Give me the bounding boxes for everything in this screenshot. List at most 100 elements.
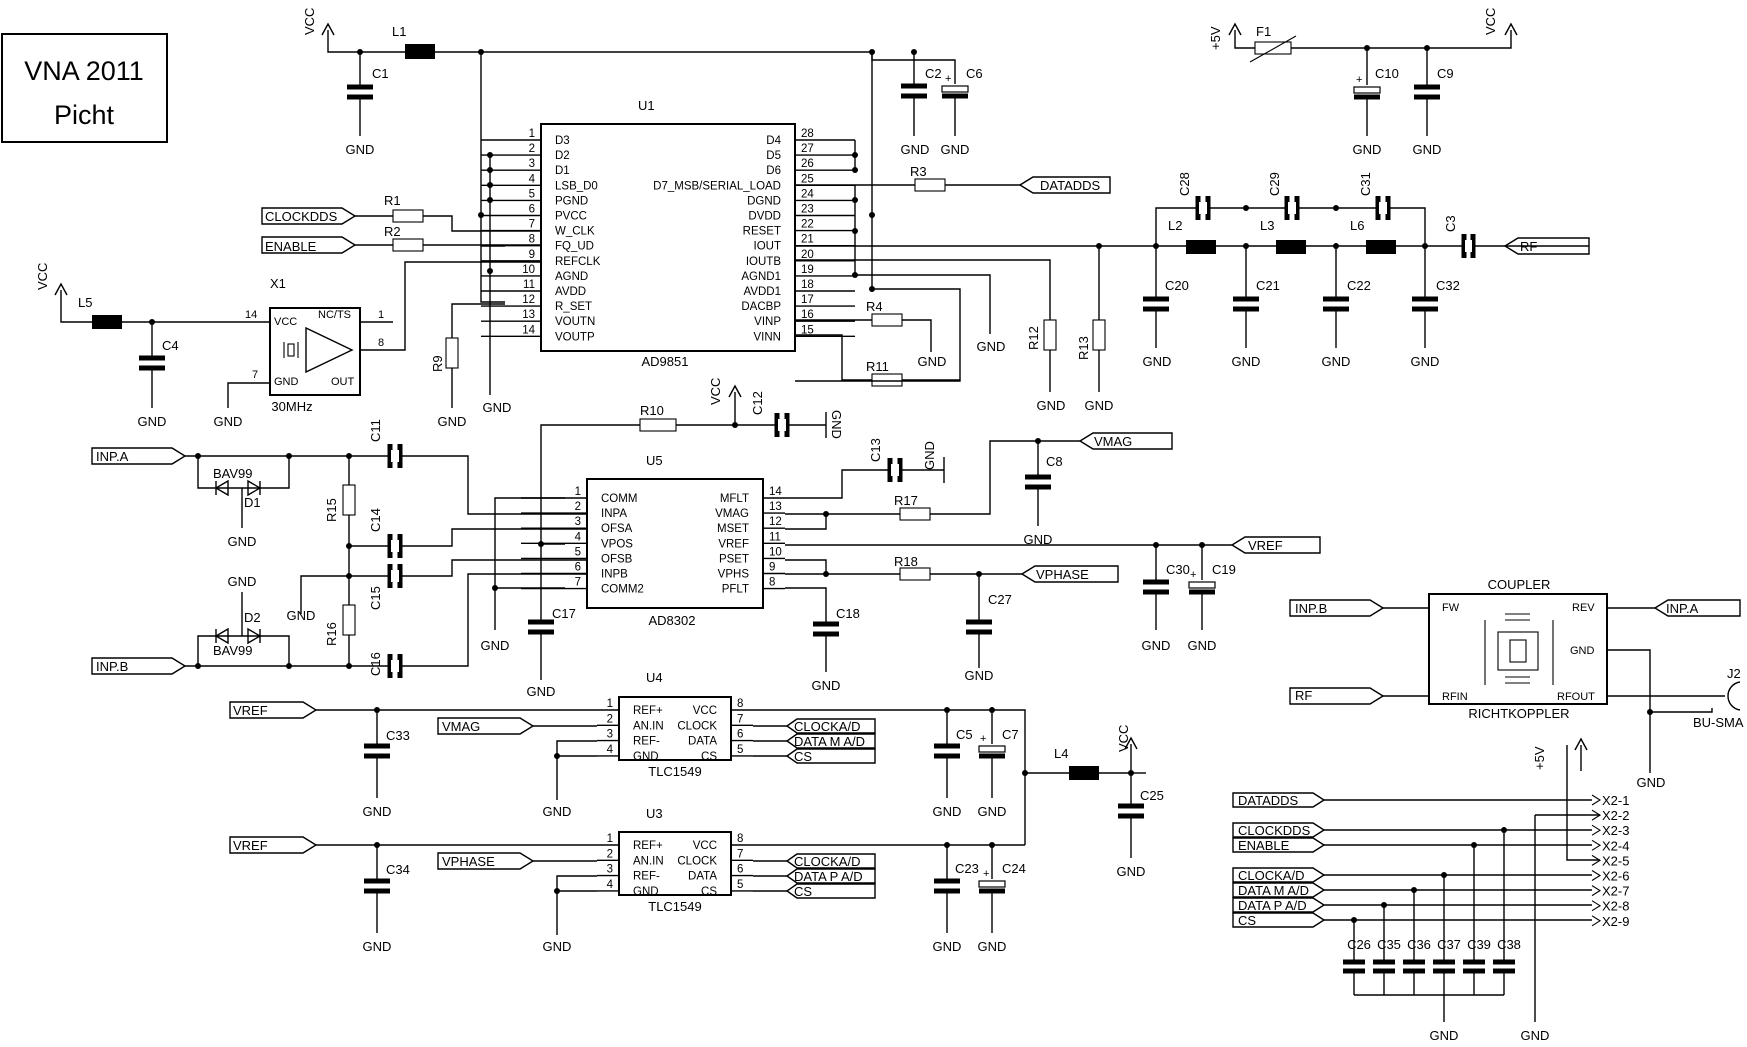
svg-text:GND: GND (922, 441, 937, 470)
pin-number: 3 (607, 864, 613, 876)
connector-x2: +5V GND X2-1X2-2X2-3X2-4X2-5X2-6X2-7X2-8… (1232, 737, 1629, 1043)
connector-pin-arrow (1591, 900, 1602, 912)
pin-name: PVCC (555, 211, 587, 223)
pin-number: 11 (769, 531, 781, 543)
svg-text:C3: C3 (1443, 215, 1458, 232)
svg-text:CS: CS (794, 884, 812, 899)
connector-pin-arrow (1591, 885, 1602, 897)
pin-name: CS (701, 751, 717, 763)
pin-number: 5 (529, 188, 535, 200)
connector-pin-label: X2-9 (1602, 914, 1629, 929)
svg-text:C25: C25 (1140, 788, 1164, 803)
net-flag (1232, 882, 1326, 898)
pin-name: VOUTP (555, 331, 595, 343)
pin-name: CLOCK (677, 855, 717, 867)
pin-number: 6 (575, 562, 581, 574)
cap-label: C36 (1407, 937, 1431, 952)
svg-text:C29: C29 (1267, 172, 1282, 196)
svg-text:GND: GND (1117, 864, 1146, 879)
svg-text:VCC: VCC (274, 316, 297, 328)
svg-text:C19: C19 (1212, 562, 1236, 577)
pin-number: 1 (575, 486, 581, 498)
pin-name: VPHS (718, 569, 750, 581)
pin-number: 19 (801, 264, 814, 276)
svg-text:GND: GND (978, 804, 1007, 819)
net-flag (1232, 897, 1326, 913)
svg-text:GND: GND (138, 414, 167, 429)
svg-text:L3: L3 (1260, 218, 1274, 233)
svg-text:R12: R12 (1026, 326, 1041, 350)
svg-text:R1: R1 (384, 193, 401, 208)
svg-text:+: + (983, 868, 989, 880)
oscillator-x1: VCC L5 C4 GND 14 VCC NC/TS GND OUT 30MHz… (35, 261, 541, 429)
svg-text:C14: C14 (368, 508, 383, 532)
connector-pin-label: X2-7 (1602, 884, 1629, 899)
svg-text:C13: C13 (868, 438, 883, 462)
svg-text:CLOCKDDS: CLOCKDDS (265, 209, 338, 224)
svg-text:GND: GND (901, 142, 930, 157)
svg-text:GND: GND (228, 574, 257, 589)
svg-text:L2: L2 (1168, 218, 1182, 233)
svg-text:GND: GND (965, 668, 994, 683)
svg-text:GND: GND (1637, 775, 1666, 790)
svg-text:GND: GND (1024, 532, 1053, 547)
pin-name: VCC (693, 840, 717, 852)
pin-name: REF+ (633, 705, 663, 717)
pin-name: REFCLK (555, 256, 601, 268)
pin-name: REF- (633, 736, 660, 748)
svg-text:U5: U5 (646, 453, 663, 468)
svg-text:30MHz: 30MHz (271, 399, 312, 414)
pin-number: 1 (607, 833, 613, 845)
title-line2: Picht (54, 100, 115, 130)
svg-text:R18: R18 (894, 554, 918, 569)
pin-number: 10 (522, 264, 535, 276)
title-line1: VNA 2011 (24, 56, 144, 86)
pin-number: 12 (769, 516, 782, 528)
pin-number: 14 (522, 324, 535, 336)
pin-number: 27 (801, 143, 814, 155)
pin-name: CS (701, 886, 717, 898)
pin-name: D7_MSB/SERIAL_LOAD (653, 180, 781, 192)
svg-text:RFOUT: RFOUT (1557, 691, 1595, 703)
svg-text:C11: C11 (368, 419, 383, 442)
svg-text:GND: GND (829, 410, 844, 439)
svg-text:C2: C2 (925, 66, 942, 81)
pin-name: VCC (693, 705, 717, 717)
svg-text:DATA M A/D: DATA M A/D (794, 734, 865, 749)
pin-number: 7 (529, 219, 535, 231)
svg-text:R3: R3 (910, 164, 927, 179)
pin-name: RESET (743, 226, 781, 238)
pin-name: MFLT (720, 493, 749, 505)
svg-text:RICHTKOPPLER: RICHTKOPPLER (1468, 706, 1569, 721)
pin-name: FQ_UD (555, 241, 594, 253)
svg-text:BAV99: BAV99 (213, 466, 253, 481)
connector-pin-arrow (1591, 839, 1602, 851)
svg-text:GND: GND (918, 354, 947, 369)
svg-text:D2: D2 (244, 610, 261, 625)
svg-text:INP.B: INP.B (1295, 601, 1327, 616)
svg-text:FW: FW (1442, 602, 1460, 614)
pin-name: PSET (719, 553, 749, 565)
svg-text:1: 1 (378, 309, 384, 321)
pin-number: 12 (522, 294, 535, 306)
connector-pin-arrow (1591, 794, 1602, 806)
pin-name: VINN (754, 331, 781, 343)
svg-text:C8: C8 (1046, 454, 1063, 469)
svg-text:R13: R13 (1076, 336, 1091, 360)
connector-pin-arrow (1591, 854, 1602, 866)
pin-number: 17 (801, 294, 814, 306)
pin-number: 2 (575, 501, 581, 513)
net-label: CS (1238, 913, 1256, 928)
svg-text:C34: C34 (386, 862, 410, 877)
svg-text:AD9851: AD9851 (642, 354, 689, 369)
pin-name: IOUTB (746, 256, 781, 268)
svg-text:F1: F1 (1256, 24, 1271, 39)
net-label: CLOCKDDS (1238, 823, 1311, 838)
pin-number: 26 (801, 158, 814, 170)
connector-pin-label: X2-3 (1602, 823, 1629, 838)
svg-text:GND: GND (812, 678, 841, 693)
svg-text:VCC: VCC (1116, 725, 1131, 752)
svg-text:GND: GND (1232, 354, 1261, 369)
connector-pin-arrow (1591, 870, 1602, 881)
pin-number: 5 (737, 744, 743, 756)
